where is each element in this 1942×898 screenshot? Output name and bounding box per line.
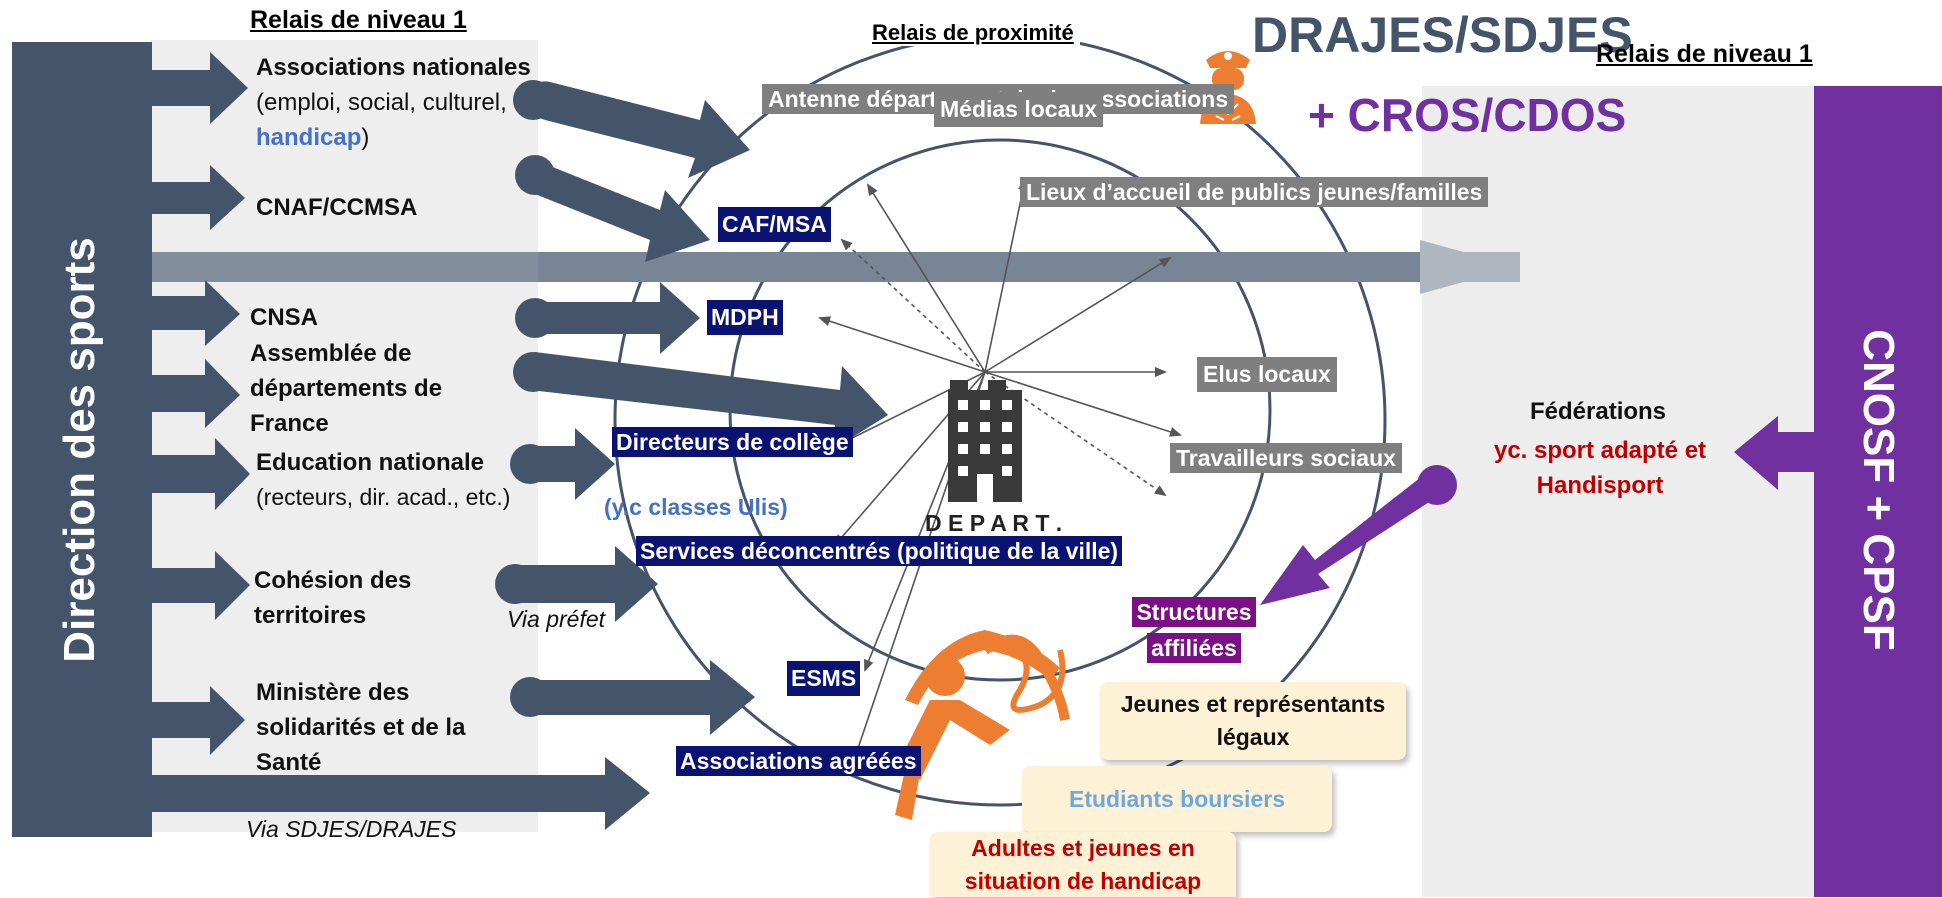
horizontal-band-arrow [150,240,1520,294]
medias-locaux-box: Médias locaux [934,92,1104,127]
adultes-card: Adultes et jeunes en situation de handic… [930,832,1236,897]
associations-nationales-title: Associations nationales [256,54,531,81]
mdph-box: MDPH [707,300,783,335]
federations-label: Fédérations [1530,398,1667,425]
right-relais-header: Relais de niveau 1 [1596,40,1813,68]
office-building-icon [948,380,1022,502]
esms-box: ESMS [787,661,861,696]
lieux-accueil-box: Lieux d’accueil de publics jeunes/famill… [1020,174,1489,210]
cros-cdos-title: + CROS/CDOS [1308,89,1627,141]
via-prefet-label: Via préfet [507,606,606,632]
ministere-label: Ministère des solidarités et de la Santé [256,679,466,776]
left-relais-header: Relais de niveau 1 [250,6,467,34]
ulis-label: (y.c classes Ulis) [604,494,788,520]
associations-paren-open: (emploi, social, culturel, [256,89,507,116]
associations-nationales-label: Associations nationales (emploi, social,… [256,54,531,151]
travailleurs-sociaux-box: Travailleurs sociaux [1170,440,1402,476]
sport-adapte-label: yc. sport adapté et Handisport [1493,437,1707,499]
via-sdjes-label: Via SDJES/DRAJES [246,816,457,842]
education-nationale-label: Education nationale (recteurs, dir. acad… [256,449,511,510]
handicap-text: handicap [256,124,362,151]
structures-affiliees-box: Structures affiliées [1124,594,1264,666]
directeurs-college-box: Directeurs de collège [612,424,853,460]
education-sub: (recteurs, dir. acad., etc.) [256,484,511,510]
short-left-arrows [150,52,250,755]
structures-arrow [1260,465,1457,605]
cohesion-label: Cohésion des territoires [254,567,412,629]
jeunes-card: Jeunes et représentants légaux [1100,682,1406,760]
associations-agreees-box: Associations agréées [676,743,921,779]
bottom-long-arrow [150,757,650,830]
right-panel-background [1422,86,1814,897]
cnaf-label: CNAF/CCMSA [256,194,418,221]
services-deconcentres-box: Services déconcentrés (politique de la v… [636,534,1123,568]
direction-des-sports-title: Direction des sports [55,237,104,663]
caf-msa-box: CAF/MSA [718,207,831,242]
curved-arrows [495,80,888,735]
adf-label: Assemblée de départements de France [250,340,443,437]
federation-arrow [1734,416,1814,490]
cnsa-label: CNSA [250,304,319,331]
elus-locaux-box: Elus locaux [1197,357,1337,392]
cnosf-cpsf-title: CNOSF + CPSF [1854,329,1903,651]
left-vertical-bar [12,42,152,837]
drajes-sdjes-title: DRAJES/SDJES [1252,7,1633,63]
etudiants-card: Etudiants boursiers [1022,766,1332,832]
proximite-header: Relais de proximité [866,20,1080,46]
right-vertical-bar [1814,86,1942,897]
depart-label: D E P A R T . [925,510,1063,536]
